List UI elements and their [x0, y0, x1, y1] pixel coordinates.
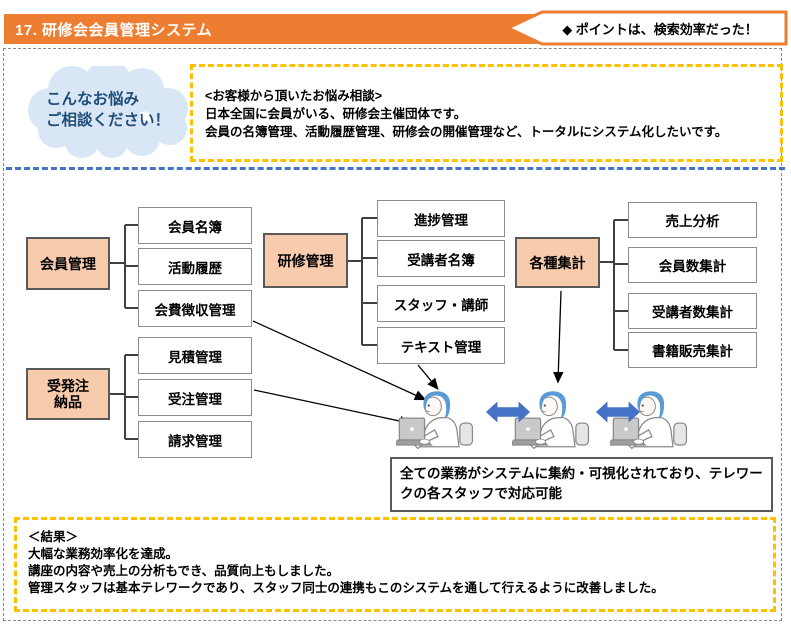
- teleworker-illustration: [610, 391, 688, 450]
- group-box-member-mgmt: 会員管理: [26, 237, 110, 290]
- group-box-aggregation: 各種集計: [515, 237, 600, 288]
- item-box: 売上分析: [628, 202, 757, 238]
- main-panel-border: [3, 48, 782, 621]
- cloud-line-1: こんなお悩み: [46, 91, 140, 108]
- sync-arrow-icon: [485, 401, 531, 423]
- consultation-line-2: 会員の名簿管理、活動履歴管理、研修会の開催管理など、トータルにシステム化したいで…: [205, 125, 728, 139]
- consultation-box: <お客様から頂いたお悩み相談> 日本全国に会員がいる、研修会主催団体です。 会員…: [190, 64, 783, 162]
- header-band: 17. 研修会会員管理システム: [4, 14, 561, 44]
- consultation-heading: <お客様から頂いたお悩み相談>: [205, 89, 383, 103]
- item-box: 受講者数集計: [628, 293, 757, 329]
- teleworker-illustration: [396, 391, 474, 450]
- group-box-order-delivery: 受発注 納品: [26, 368, 110, 420]
- item-box: 請求管理: [138, 421, 252, 458]
- result-box: ＜結果＞ 大幅な業務効率化を達成。 講座の内容や売上の分析もでき、品質向上もしま…: [14, 517, 776, 612]
- group-label-line1: 受発注: [47, 378, 89, 394]
- group-label: 研修管理: [277, 252, 334, 269]
- item-box: 活動履歴: [138, 248, 252, 285]
- result-line-2: 講座の内容や売上の分析もでき、品質向上もしました。: [28, 564, 340, 578]
- result-line-1: 大幅な業務効率化を達成。: [28, 547, 179, 561]
- group-label-line2: 納品: [54, 394, 82, 410]
- group-label: 各種集計: [529, 254, 586, 271]
- cloud-callout-text: こんなお悩み ご相談ください！: [46, 89, 170, 131]
- section-divider: [6, 167, 785, 170]
- teleworker-illustration: [512, 391, 590, 450]
- item-box: 会員数集計: [628, 247, 757, 283]
- item-box: 受注管理: [138, 379, 252, 416]
- point-banner-label: ◆ ポイントは、検索効率だった！: [562, 22, 758, 37]
- item-box: 進捗管理: [377, 200, 505, 237]
- cloud-line-2: ご相談ください！: [46, 112, 171, 129]
- result-heading: ＜結果＞: [28, 530, 79, 544]
- system-caption-text: 全ての業務がシステムに集約・可視化されており、テレワークの各スタッフで対応可能: [400, 466, 763, 501]
- item-box: 見積管理: [138, 337, 252, 374]
- item-box: 会員名簿: [138, 207, 252, 244]
- sync-arrow-icon: [595, 401, 641, 423]
- item-box: 会費徴収管理: [138, 290, 252, 327]
- page-title: 17. 研修会会員管理システム: [15, 21, 213, 39]
- group-label: 会員管理: [40, 255, 96, 272]
- item-box: 書籍販売集計: [628, 332, 757, 368]
- item-box: 受講者名簿: [377, 240, 505, 277]
- result-line-3: 管理スタッフは基本テレワークであり、スタッフ同士の連携もこのシステムを通して行え…: [28, 581, 664, 595]
- item-box: スタッフ・講師: [377, 285, 505, 322]
- point-banner-shape: [504, 10, 788, 46]
- thought-cloud-icon: [28, 66, 188, 158]
- consultation-line-1: 日本全国に会員がいる、研修会主催団体です。: [205, 107, 467, 121]
- item-box: テキスト管理: [377, 327, 505, 364]
- system-caption-box: 全ての業務がシステムに集約・可視化されており、テレワークの各スタッフで対応可能: [390, 457, 773, 512]
- group-box-training-mgmt: 研修管理: [263, 233, 348, 288]
